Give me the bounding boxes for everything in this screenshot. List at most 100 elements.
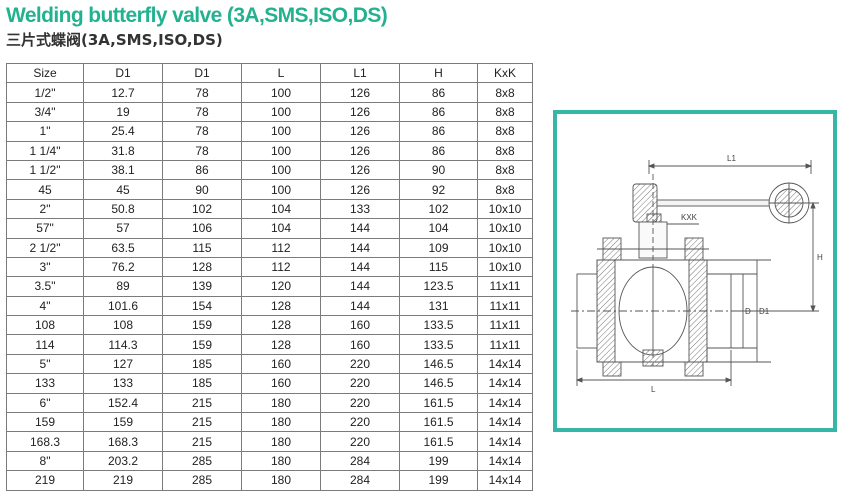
table-cell: 285 xyxy=(162,470,242,491)
table-cell: 11x11 xyxy=(477,295,533,317)
table-cell: 11x11 xyxy=(477,334,533,355)
table-cell: 14x14 xyxy=(477,450,533,472)
table-cell: 152.4 xyxy=(83,392,163,414)
table-cell: 128 xyxy=(241,315,321,336)
table-cell: 126 xyxy=(320,179,400,200)
table-cell: 108 xyxy=(6,315,84,336)
table-cell: 86 xyxy=(162,159,242,181)
table-cell: 146.5 xyxy=(399,353,478,375)
table-cell: 100 xyxy=(241,101,321,123)
table-cell: 45 xyxy=(83,179,163,200)
table-cell: 128 xyxy=(162,256,242,278)
h-arrows xyxy=(810,201,816,313)
table-cell: 86 xyxy=(399,121,478,142)
table-cell: 92 xyxy=(399,179,478,200)
table-cell: 1/2" xyxy=(6,82,84,103)
table-cell: 19 xyxy=(83,101,163,123)
table-cell: 114.3 xyxy=(83,334,163,355)
table-cell: 3/4" xyxy=(6,101,84,123)
table-cell: 114 xyxy=(6,334,84,355)
valve-drawing-frame: L1 KXK H D D1 L xyxy=(553,110,837,432)
table-cell: 168.3 xyxy=(83,431,163,452)
table-cell: 100 xyxy=(241,82,321,103)
table-cell: 102 xyxy=(162,198,242,220)
table-cell: 10x10 xyxy=(477,198,533,220)
table-cell: 108 xyxy=(83,315,163,336)
header-h: H xyxy=(399,62,478,84)
table-cell: 185 xyxy=(162,373,242,394)
table-cell: 14x14 xyxy=(477,392,533,414)
table-cell: 5" xyxy=(6,353,84,375)
table-cell: 14x14 xyxy=(477,373,533,394)
table-cell: 106 xyxy=(162,218,242,239)
table-cell: 8x8 xyxy=(477,121,533,142)
header-l1: L1 xyxy=(320,62,400,84)
handle-lever xyxy=(656,199,776,207)
table-cell: 2 1/2" xyxy=(6,237,84,258)
table-cell: 144 xyxy=(320,256,400,278)
table-cell: 100 xyxy=(241,140,321,161)
bottom-bolt-right xyxy=(684,361,704,377)
table-cell: 127 xyxy=(83,353,163,375)
table-cell: 203.2 xyxy=(83,450,163,472)
table-cell: 126 xyxy=(320,101,400,123)
table-cell: 215 xyxy=(162,431,242,452)
table-cell: 161.5 xyxy=(399,431,478,452)
table-cell: 128 xyxy=(241,334,321,355)
table-cell: 123.5 xyxy=(399,276,478,297)
table-cell: 38.1 xyxy=(83,159,163,181)
bottom-bolt-left xyxy=(602,361,622,377)
label-d1: D1 xyxy=(759,307,770,316)
table-cell: 131 xyxy=(399,295,478,317)
table-cell: 120 xyxy=(241,276,321,297)
table-cell: 11x11 xyxy=(477,276,533,297)
table-cell: 8x8 xyxy=(477,140,533,161)
header-d1-flange: D1 xyxy=(162,62,242,84)
table-cell: 144 xyxy=(320,276,400,297)
table-cell: 126 xyxy=(320,82,400,103)
table-cell: 1" xyxy=(6,121,84,142)
table-cell: 199 xyxy=(399,470,478,491)
table-cell: 144 xyxy=(320,218,400,239)
table-header-row: Size D1 D1 L L1 H KxK xyxy=(6,62,533,84)
table-cell: 115 xyxy=(162,237,242,258)
table-cell: 1 1/2" xyxy=(6,159,84,181)
table-cell: 10x10 xyxy=(477,218,533,239)
table-cell: 104 xyxy=(399,218,478,239)
table-cell: 8x8 xyxy=(477,179,533,200)
table-cell: 180 xyxy=(241,470,321,491)
label-l: L xyxy=(651,385,656,394)
table-cell: 8x8 xyxy=(477,159,533,181)
table-cell: 220 xyxy=(320,353,400,375)
table-cell: 1 1/4" xyxy=(6,140,84,161)
table-cell: 78 xyxy=(162,121,242,142)
table-cell: 112 xyxy=(241,237,321,258)
table-cell: 219 xyxy=(6,470,84,491)
table-cell: 161.5 xyxy=(399,412,478,433)
header-d1: D1 xyxy=(83,62,163,84)
table-cell: 133 xyxy=(6,373,84,394)
header-l: L xyxy=(241,62,321,84)
table-cell: 14x14 xyxy=(477,470,533,491)
table-cell: 31.8 xyxy=(83,140,163,161)
table-cell: 57" xyxy=(6,218,84,239)
table-cell: 159 xyxy=(162,334,242,355)
table-cell: 102 xyxy=(399,198,478,220)
table-cell: 168.3 xyxy=(6,431,84,452)
table-cell: 10x10 xyxy=(477,256,533,278)
table-cell: 144 xyxy=(320,237,400,258)
table-cell: 3" xyxy=(6,256,84,278)
table-cell: 180 xyxy=(241,450,321,472)
table-cell: 159 xyxy=(83,412,163,433)
table-cell: 100 xyxy=(241,179,321,200)
table-cell: 11x11 xyxy=(477,315,533,336)
bottom-nut xyxy=(642,349,664,367)
